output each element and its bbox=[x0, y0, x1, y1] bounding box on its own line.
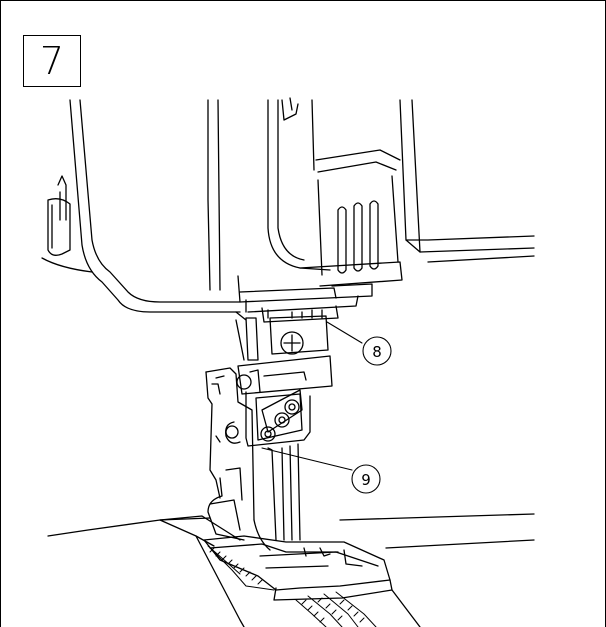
callout-8-leader bbox=[326, 321, 363, 344]
needle-clamp-screw bbox=[235, 311, 329, 361]
presser-foot bbox=[203, 535, 393, 601]
needle-bar-mount bbox=[237, 275, 373, 323]
callout-8: 8 bbox=[362, 336, 392, 366]
callout-8-circle bbox=[362, 336, 392, 366]
callout-9: 9 bbox=[351, 464, 381, 494]
needle-plate-bed bbox=[47, 513, 535, 627]
callout-9-circle bbox=[351, 464, 381, 494]
machine-head-housing bbox=[41, 99, 241, 313]
callout-leaders bbox=[261, 321, 363, 471]
feed-dogs bbox=[207, 545, 377, 627]
callout-9-label: 9 bbox=[361, 471, 371, 489]
presser-foot-shank bbox=[207, 467, 271, 551]
callout-9-leader bbox=[261, 447, 353, 471]
callout-8-label: 8 bbox=[372, 343, 382, 361]
machine-front-panel bbox=[207, 97, 535, 291]
step-number: 7 bbox=[39, 39, 65, 83]
needle-threader bbox=[260, 389, 303, 541]
presser-foot-holder bbox=[205, 355, 333, 521]
step-number-box: 7 bbox=[23, 35, 81, 87]
